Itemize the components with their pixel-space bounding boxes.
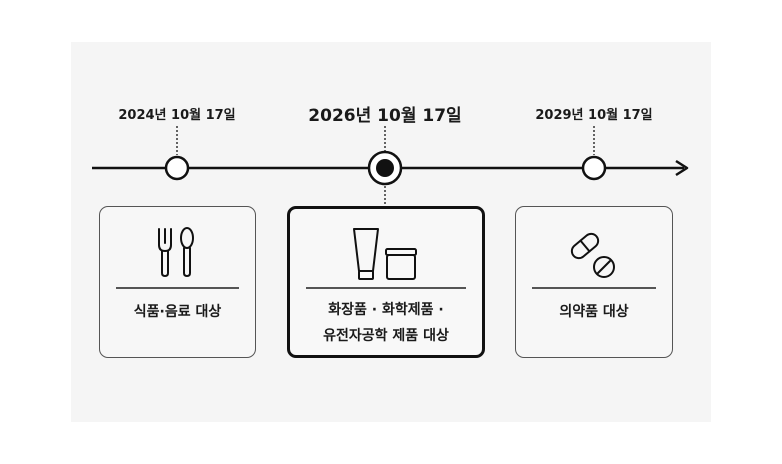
timeline-node-1 xyxy=(164,155,190,181)
card-food-beverage: 식품·음료 대상 xyxy=(99,206,256,358)
card-pharmaceuticals: 의약품 대상 xyxy=(515,206,673,358)
card-label-line-2: 유전자공학 제품 대상 xyxy=(323,328,449,344)
date-label-1: 2024년 10월 17일 xyxy=(118,108,236,123)
card-divider xyxy=(532,287,656,289)
timeline-node-3 xyxy=(581,155,607,181)
card-label: 의약품 대상 xyxy=(559,304,629,320)
cosmetics-icon xyxy=(290,223,482,283)
card-divider xyxy=(306,287,466,289)
timeline-node-2-core xyxy=(376,159,394,177)
fork-spoon-icon xyxy=(100,221,255,281)
card-label-line-1: 화장품 · 화학제품 · xyxy=(328,302,444,318)
card-label: 식품·음료 대상 xyxy=(133,304,222,320)
date-label-2: 2026년 10월 17일 xyxy=(308,106,462,126)
timeline-arrowhead xyxy=(675,159,689,177)
pills-icon xyxy=(516,221,672,281)
date-label-3: 2029년 10월 17일 xyxy=(535,108,653,123)
card-divider xyxy=(116,287,239,289)
card-cosmetics-chemicals: 화장품 · 화학제품 · 유전자공학 제품 대상 xyxy=(287,206,485,358)
